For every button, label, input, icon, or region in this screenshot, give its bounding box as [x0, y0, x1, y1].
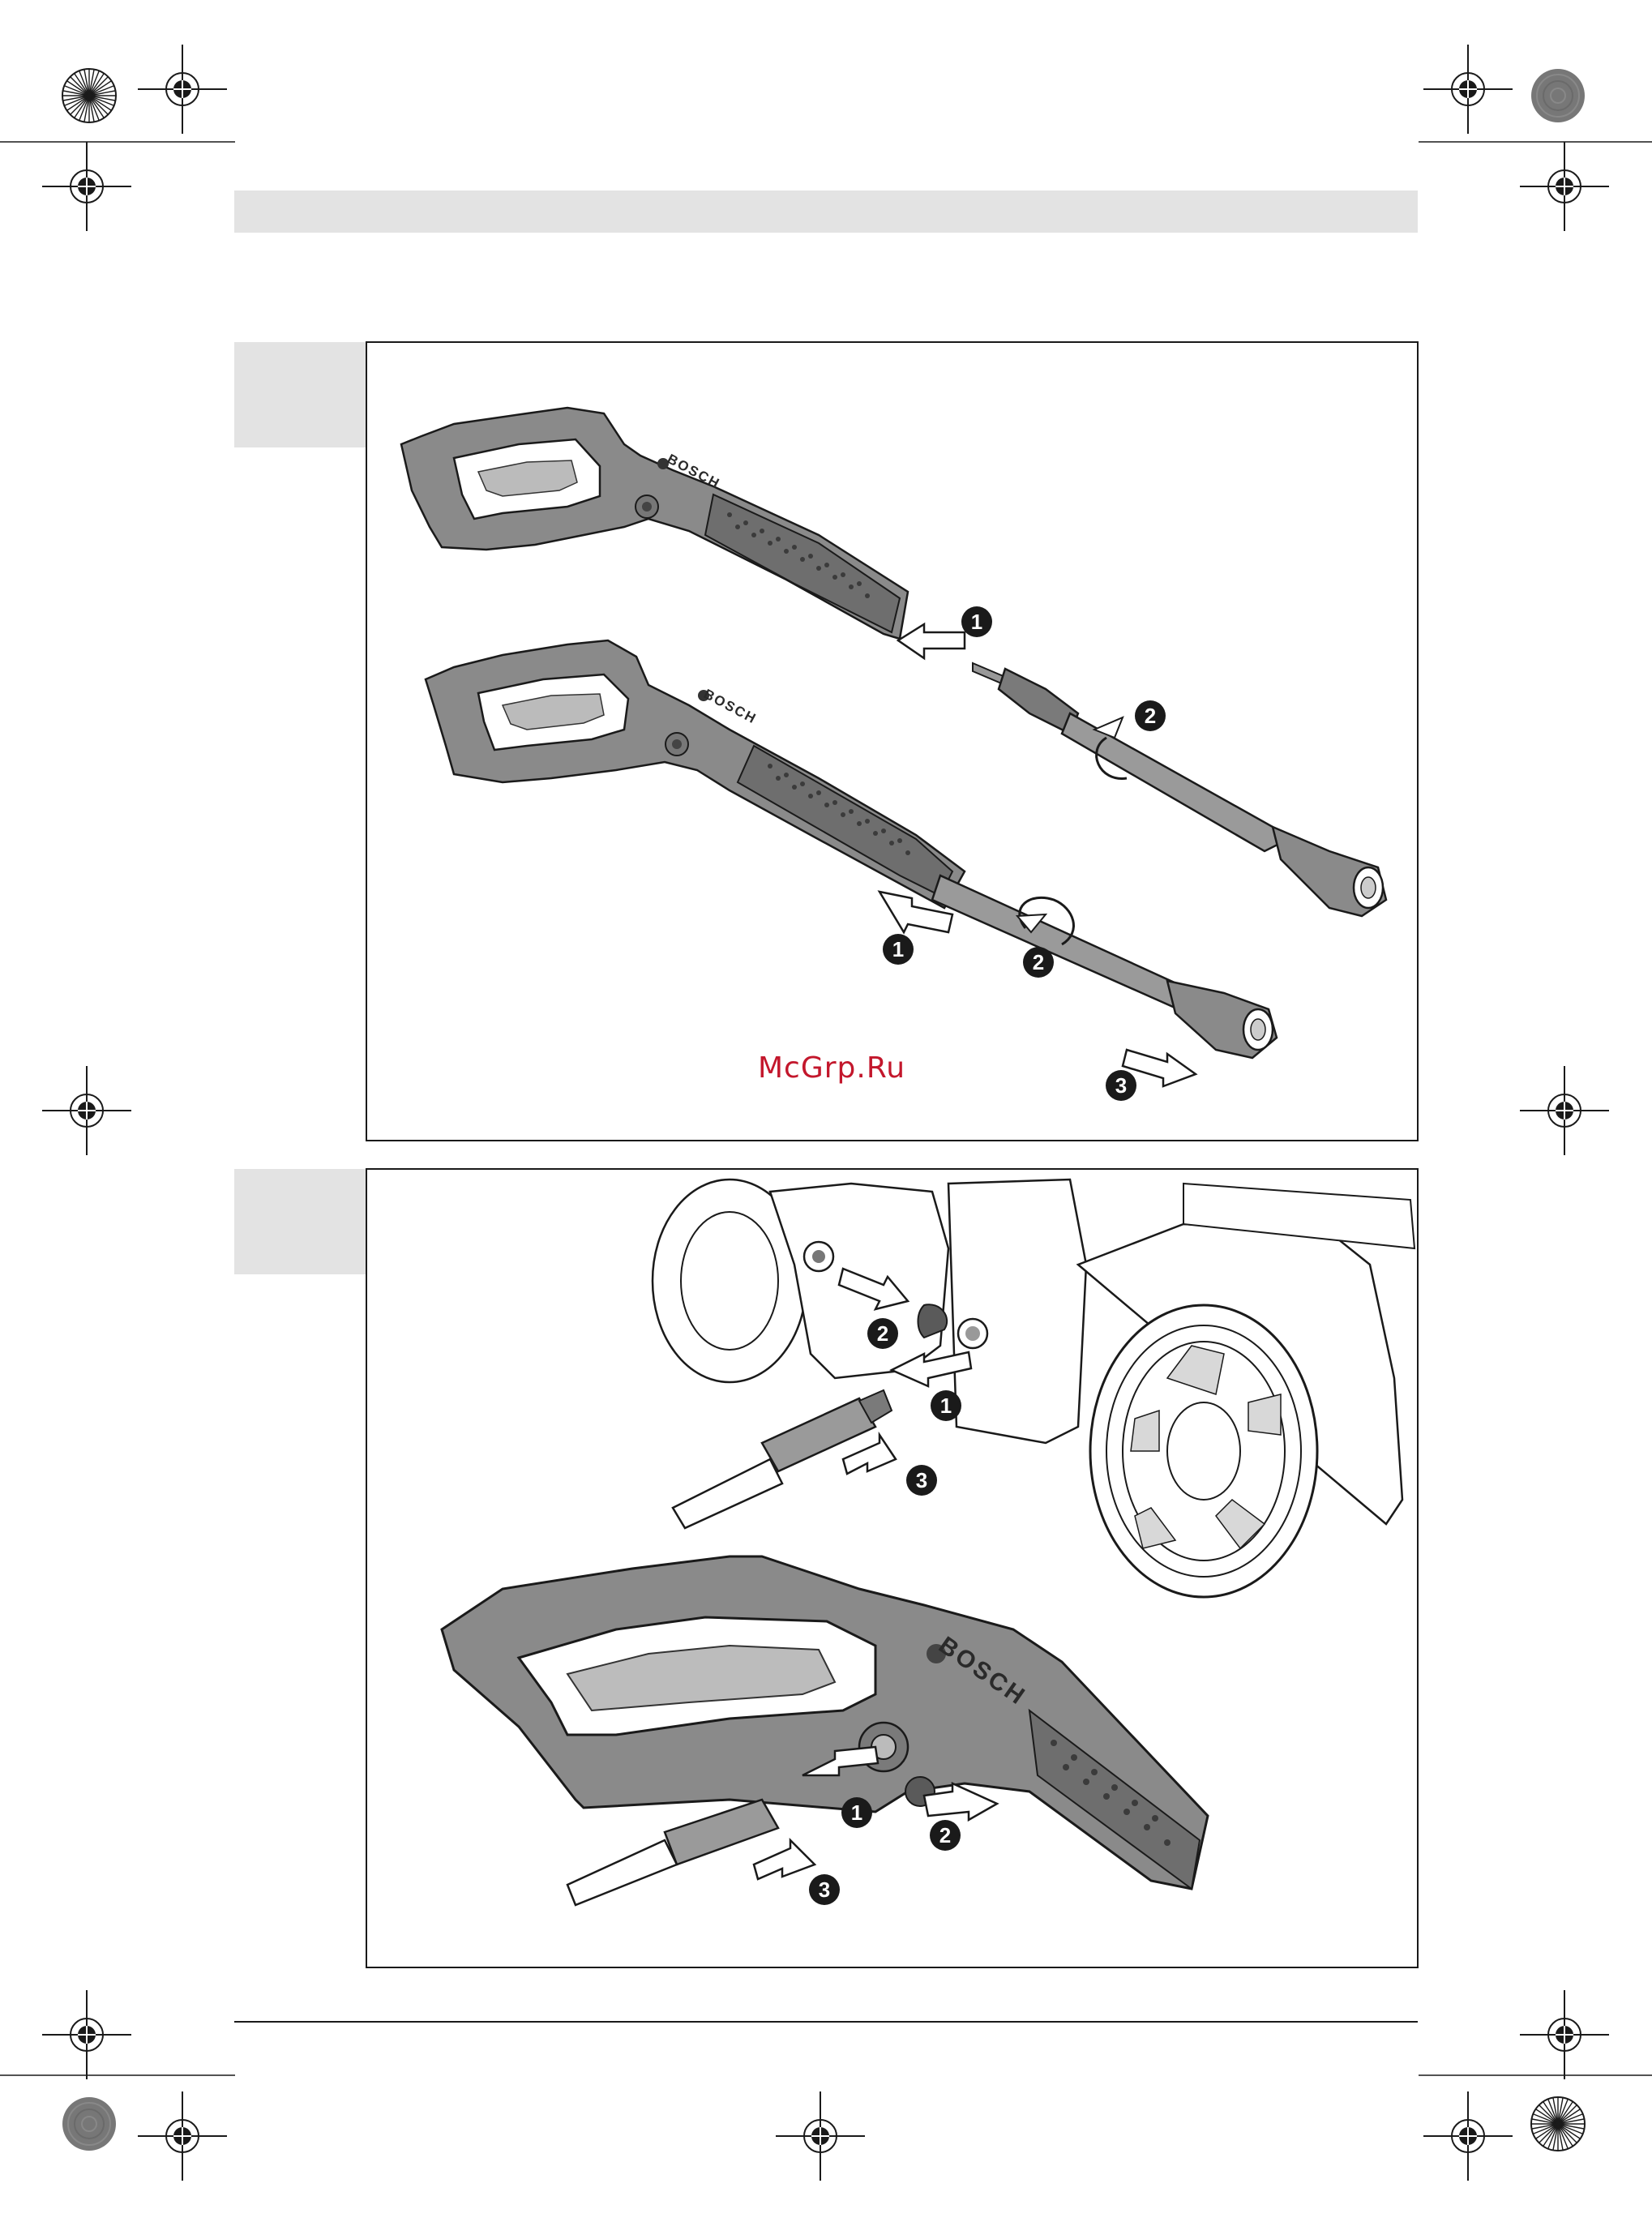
fig2-callout-2-gun: 2 [930, 1820, 961, 1851]
watermark: McGrp.Ru [0, 1051, 1652, 1085]
gun-hose [567, 1800, 778, 1905]
fig2-callout-1-gun: 1 [841, 1797, 872, 1828]
fig2-callout-3-gun: 3 [809, 1874, 840, 1905]
fig2-callout-2-machine: 2 [867, 1318, 898, 1349]
machine-body [653, 1180, 1414, 1597]
gun-closeup [442, 1556, 1208, 1889]
fig2-callout-3-machine: 3 [906, 1465, 937, 1496]
fig2-callout-1-machine: 1 [931, 1390, 961, 1421]
